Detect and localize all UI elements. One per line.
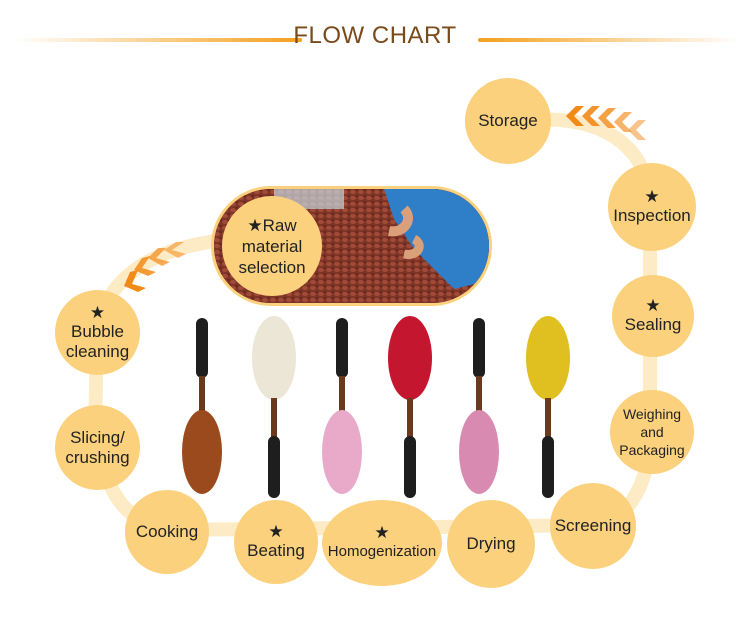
bubble-line-2: cleaning: [65, 341, 130, 361]
mauve-powder-spoon: [459, 318, 499, 494]
spoon-grip: [196, 318, 208, 378]
drying-label: Drying: [466, 534, 516, 553]
star-icon: ★: [645, 296, 661, 315]
star-icon: ★: [374, 523, 390, 542]
step-weighing-packaging: Weighing and Packaging: [610, 390, 694, 474]
spoon-row: [182, 316, 570, 498]
flow-track: [87, 111, 657, 538]
arrow-storage: [566, 106, 646, 140]
weighing-line-3: Packaging: [619, 442, 685, 458]
step-inspection: ★ Inspection: [608, 163, 696, 251]
pink-powder-spoon: [322, 318, 362, 494]
spoon-grip: [268, 436, 280, 498]
white-powder-spoon: [252, 316, 296, 498]
step-cooking: Cooking: [125, 490, 209, 574]
step-storage: Storage: [465, 78, 551, 164]
raw-line-3: selection: [238, 257, 306, 277]
spoon-handle: [476, 376, 482, 412]
weighing-line-1: Weighing: [622, 406, 682, 422]
sealing-label: Sealing: [624, 315, 682, 334]
cooking-label: Cooking: [135, 522, 199, 541]
weighing-line-2: and: [640, 424, 664, 440]
spoon-handle: [545, 398, 551, 438]
brown-powder-spoon: [182, 318, 222, 494]
spoon-handle: [199, 376, 205, 412]
spoon-powder: [182, 410, 222, 494]
slicing-line-1: Slicing/: [70, 427, 125, 447]
storage-label: Storage: [478, 111, 538, 130]
star-icon: ★: [644, 187, 660, 206]
slicing-line-2: crushing: [65, 447, 130, 467]
star-icon: ★: [89, 302, 106, 322]
step-slicing-crushing: Slicing/ crushing: [55, 405, 140, 490]
step-bubble-cleaning: ★ Bubble cleaning: [55, 290, 140, 375]
step-beating: ★ Beating: [234, 500, 318, 584]
yellow-powder-spoon: [526, 316, 570, 498]
spoon-powder: [252, 316, 296, 400]
spoon-grip: [473, 318, 485, 378]
spoon-grip: [404, 436, 416, 498]
spoon-grip: [336, 318, 348, 378]
step-screening: Screening: [550, 483, 636, 569]
spoon-powder: [459, 410, 499, 494]
homogenization-label: Homogenization: [327, 543, 437, 560]
spoon-powder: [388, 316, 432, 400]
raw-line-1: ★Raw: [247, 215, 297, 235]
inspection-label: Inspection: [613, 206, 691, 225]
beating-label: Beating: [247, 541, 305, 560]
spoon-powder: [322, 410, 362, 494]
step-drying: Drying: [447, 500, 535, 588]
screening-label: Screening: [554, 516, 632, 535]
step-raw-material-selection: ★Raw material selection: [222, 196, 322, 296]
spoon-powder: [526, 316, 570, 400]
title-line-left: [14, 38, 302, 42]
red-powder-spoon: [388, 316, 432, 498]
spoon-handle: [339, 376, 345, 412]
step-homogenization: ★ Homogenization: [322, 500, 442, 586]
step-sealing: ★ Sealing: [612, 275, 694, 357]
title-line-right: [478, 38, 740, 42]
spoon-handle: [271, 398, 277, 438]
page-title: FLOW CHART: [293, 22, 457, 49]
star-icon: ★: [268, 522, 284, 541]
bubble-line-1: Bubble: [71, 321, 124, 341]
raw-line-2: material: [241, 236, 303, 256]
spoon-handle: [407, 398, 413, 438]
arrow-raw: [124, 242, 186, 292]
spoon-grip: [542, 436, 554, 498]
